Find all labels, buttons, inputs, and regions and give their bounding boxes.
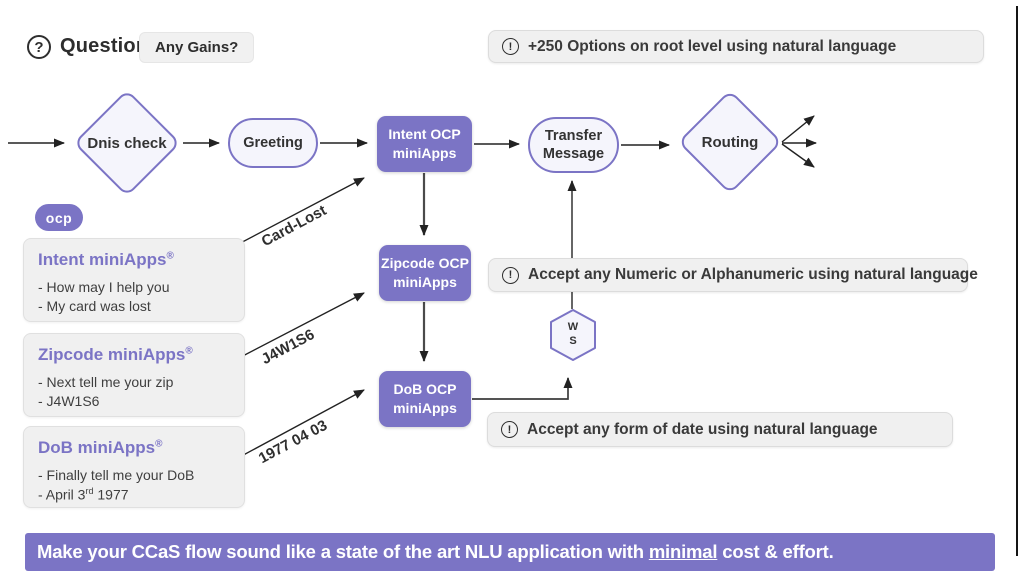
card-title: Intent miniApps® (38, 250, 230, 270)
arrow-routing-out-3 (781, 143, 815, 168)
card-line: - Finally tell me your DoB (38, 467, 195, 483)
node-intent-ocp-miniapps: Intent OCP miniApps (377, 116, 472, 172)
ocp-logo-text: ocp (45, 209, 73, 226)
question-label: Question: (60, 35, 156, 57)
ordinal-suffix: rd (85, 486, 94, 496)
node-label: Dnis check (87, 134, 167, 152)
alert-glyph: ! (507, 423, 512, 436)
card-dob-miniapps: DoB miniApps® - Finally tell me your DoB… (23, 426, 245, 508)
ws-line2: S (569, 335, 577, 347)
registered-mark: ® (155, 438, 163, 450)
callout-date: ! Accept any form of date using natural … (487, 412, 953, 447)
card-title-text: Zipcode miniApps (38, 345, 186, 364)
node-ws-label: W S (551, 310, 595, 360)
node-label-line2: miniApps (393, 400, 457, 416)
card-line-part: - April 3 (38, 486, 86, 503)
node-label-line1: Intent OCP (388, 126, 461, 143)
card-line: - How may I help you (38, 279, 170, 295)
question-mark-glyph: ? (34, 38, 44, 56)
node-transfer-message: Transfer Message (528, 117, 619, 173)
callout-text: +250 Options on root level using natural… (528, 37, 897, 55)
node-label-line2: Message (542, 146, 605, 162)
ocp-logo: ocp (35, 204, 83, 231)
card-title-text: Intent miniApps (38, 250, 167, 269)
card-intent-miniapps: Intent miniApps® - How may I help you - … (23, 238, 245, 322)
alert-icon: ! (502, 38, 519, 55)
node-label-line1: Transfer (544, 127, 603, 144)
card-line-part: 1977 (93, 486, 129, 503)
callout-root-options: ! +250 Options on root level using natur… (488, 30, 984, 63)
node-label-line1: DoB OCP (393, 381, 457, 398)
banner-text-underlined: minimal (648, 541, 718, 562)
node-label-line2: miniApps (392, 145, 457, 161)
ws-line1: W (567, 321, 579, 334)
callout-text: Accept any Numeric or Alphanumeric using… (528, 266, 978, 283)
card-title-text: DoB miniApps (38, 438, 156, 457)
card-zipcode-miniapps: Zipcode miniApps® - Next tell me your zi… (23, 333, 245, 417)
card-line: - My card was lost (38, 298, 151, 314)
registered-mark: ® (166, 250, 174, 262)
node-label: Routing (701, 133, 759, 151)
alert-icon: ! (501, 421, 518, 438)
node-label-line1: Zipcode OCP (381, 255, 469, 272)
alert-glyph: ! (508, 269, 513, 281)
arrow-routing-out-1 (781, 115, 815, 143)
card-title: Zipcode miniApps® (38, 345, 230, 365)
registered-mark: ® (185, 345, 193, 357)
node-zipcode-ocp-miniapps: Zipcode OCP miniApps (379, 245, 471, 301)
card-line: - Next tell me your zip (38, 374, 174, 390)
node-dob-ocp-miniapps: DoB OCP miniApps (379, 371, 471, 427)
card-title: DoB miniApps® (38, 438, 230, 458)
alert-icon: ! (502, 266, 519, 284)
card-line: - April 3rd 1977 (38, 486, 230, 503)
question-badge: Any Gains? (139, 32, 255, 63)
arrow-dob-ws (472, 377, 573, 400)
card-line: - J4W1S6 (38, 393, 100, 409)
alert-glyph: ! (508, 40, 513, 53)
node-label-line2: miniApps (393, 274, 457, 290)
question-mark-icon: ? (27, 35, 51, 59)
bottom-banner: Make your CCaS flow sound like a state o… (25, 533, 995, 571)
banner-text: Make your CCaS flow sound like a state o… (37, 541, 834, 563)
ws-hexagon (550, 309, 596, 361)
node-label: Greeting (243, 134, 303, 151)
callout-text: Accept any form of date using natural la… (527, 420, 878, 438)
banner-text-after: cost & effort. (717, 541, 834, 562)
banner-text-before: Make your CCaS flow sound like a state o… (37, 541, 649, 562)
node-greeting: Greeting (228, 118, 318, 168)
node-routing: Routing (677, 89, 783, 195)
node-dnis-check: Dnis check (73, 89, 181, 197)
callout-numeric: ! Accept any Numeric or Alphanumeric usi… (488, 258, 978, 292)
